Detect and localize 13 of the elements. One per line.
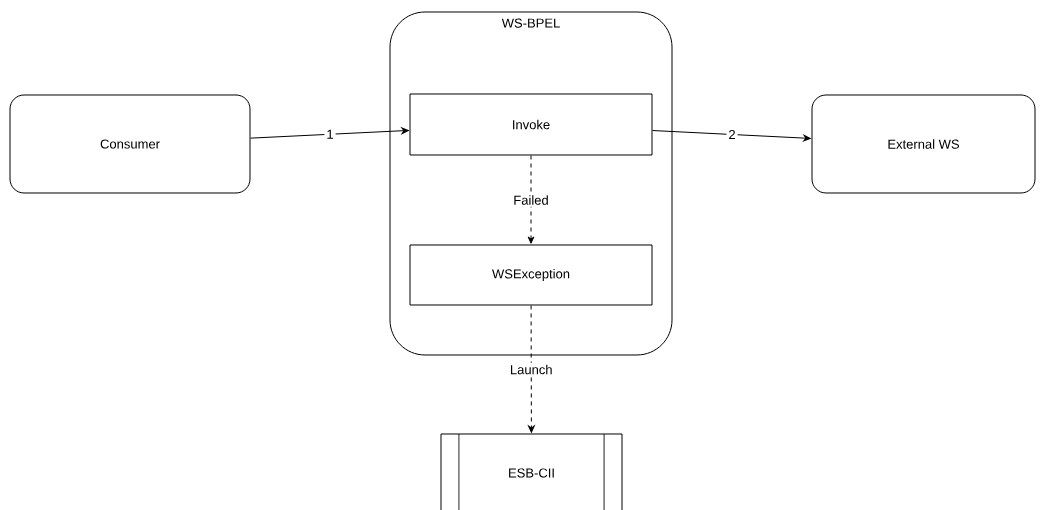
- rounded-box: External WS: [811, 94, 1036, 194]
- subprocess-box: ESB-CII: [440, 433, 623, 510]
- rounded-box: Consumer: [9, 94, 251, 194]
- process-box: WSException: [409, 244, 653, 306]
- arrow: [528, 305, 535, 433]
- edge-label: 2: [729, 129, 735, 140]
- process-box: Invoke: [409, 93, 653, 156]
- edge-label: Launch: [511, 364, 552, 375]
- edge-label: 1: [327, 129, 333, 139]
- arrow: [527, 155, 535, 244]
- arrow: [652, 130, 811, 142]
- edge-label: Failed: [514, 195, 548, 205]
- arrow: [250, 127, 409, 139]
